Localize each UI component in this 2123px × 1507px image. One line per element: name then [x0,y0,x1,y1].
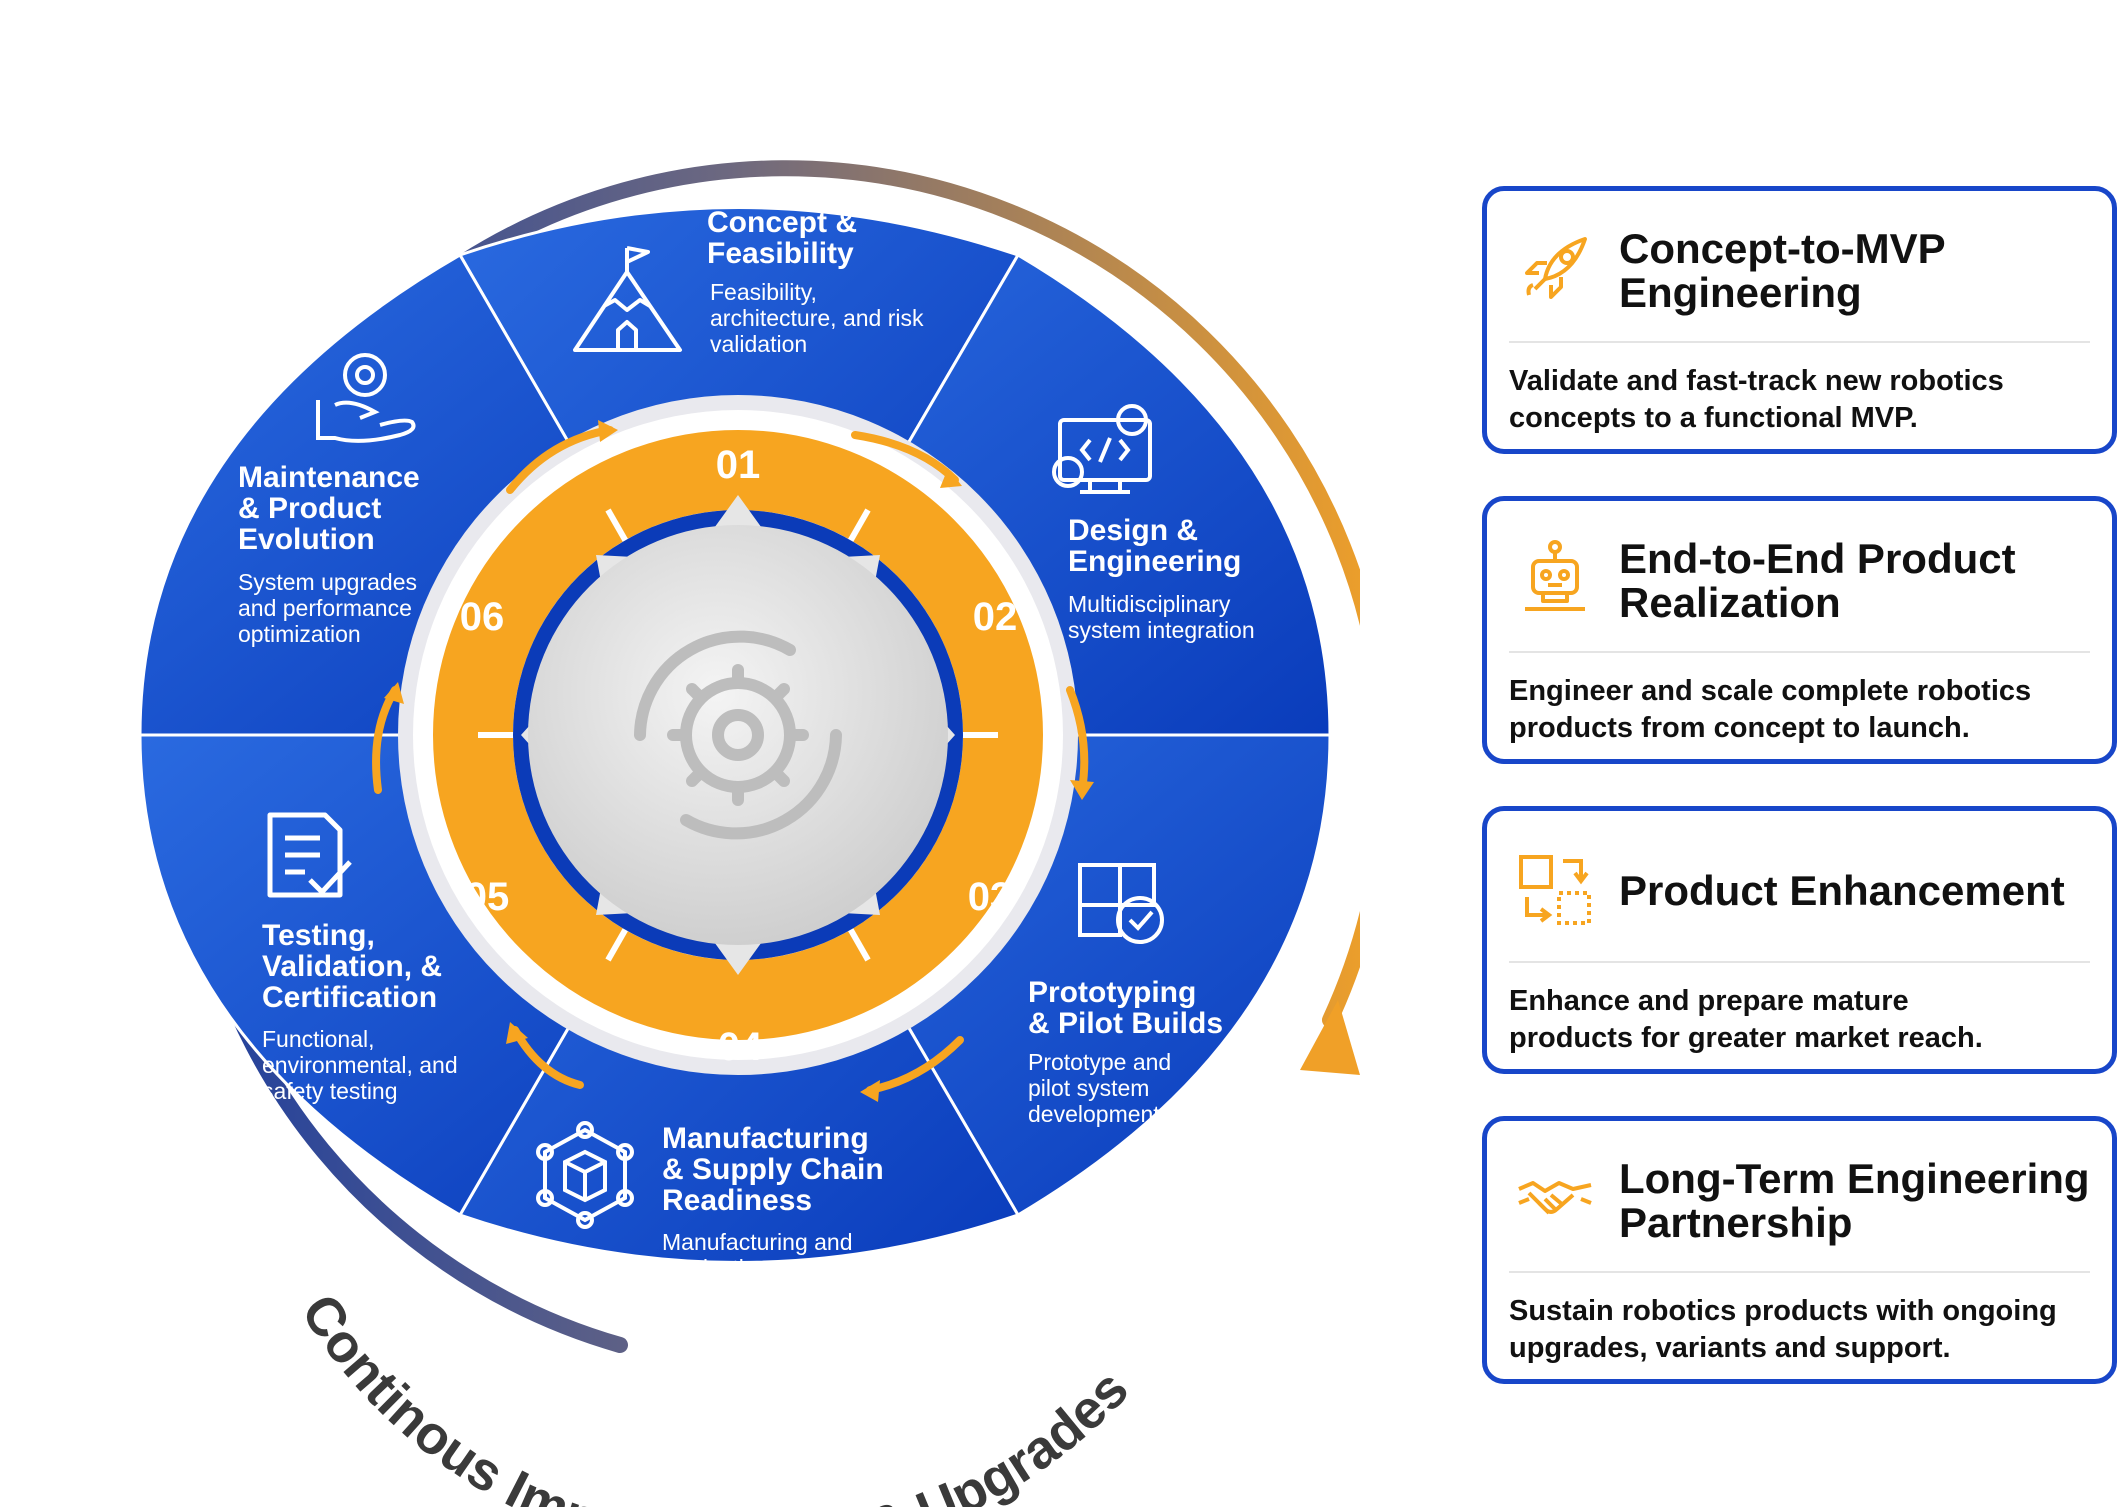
card-title: Concept-to-MVP Engineering [1619,225,1946,316]
text-line: and performance [238,595,412,621]
hub [528,525,948,945]
text-line: Design & [1068,514,1198,547]
step-number-01: 01 [716,443,761,487]
monitor-code-gear-icon [1052,404,1152,494]
text-line: Validation, & [262,950,442,983]
segment-title-02: Design &Engineering [1068,514,1241,578]
box-network-icon [536,1121,634,1229]
text-line: environmental, and [262,1052,458,1078]
card-divider [1509,341,2090,343]
card-end-to-end[interactable]: End-to-End Product Realization Engineer … [1482,496,2117,764]
card-concept-to-mvp[interactable]: Concept-to-MVP Engineering Validate and … [1482,186,2117,454]
text-line: Feasibility, [710,279,817,305]
puzzle-gear-icon [1078,863,1164,944]
handshake-icon [1518,1181,1592,1215]
text-line: Manufacturing and [662,1229,853,1255]
text-line: Maintenance [238,461,420,494]
card-title: Long-Term Engineering Partnership [1619,1155,2090,1246]
text-line: pilot system [1028,1075,1149,1101]
text-line: development [1028,1101,1160,1127]
segment-title-03: Prototyping& Pilot Builds [1028,976,1223,1040]
text-line: Testing, [262,919,375,952]
enhance-squares-icon [1519,855,1591,925]
checklist-icon [267,812,352,898]
text-line: architecture, and risk [710,305,924,331]
text-line: Certification [262,981,437,1014]
text-line: & Product [238,492,381,525]
ring-arrowhead [1300,1000,1360,1075]
step-number-04: 04 [718,1025,763,1069]
rocket-icon [1525,237,1587,299]
text-line: & Supply Chain [662,1153,884,1186]
text-line: Feasibility [707,237,854,270]
text-line: Multidisciplinary [1068,591,1231,617]
card-long-term-partnership[interactable]: Long-Term Engineering Partnership Sustai… [1482,1116,2117,1384]
mountain-flag-icon [573,246,682,352]
text-line: Manufacturing [662,1122,869,1155]
robot-icon [1525,540,1585,611]
text-line: & Pilot Builds [1028,1007,1223,1040]
card-divider [1509,651,2090,653]
card-description: Validate and fast-track new robotics con… [1509,365,2004,434]
card-description: Sustain robotics products with ongoing u… [1509,1295,2057,1364]
card-product-enhancement[interactable]: Product Enhancement Enhance and prepare … [1482,806,2117,1074]
card-description: Engineer and scale complete robotics pro… [1509,675,2032,744]
gear-cycle-icon [634,630,842,840]
text-line: Readiness [662,1184,812,1217]
text-line: validation [710,331,807,357]
text-line: System upgrades [238,569,417,595]
outer-ring [177,160,1360,1353]
card-divider [1509,1271,2090,1273]
step-number-03: 03 [968,875,1013,919]
text-line: Concept & [707,206,857,239]
card-description: Enhance and prepare mature products for … [1509,985,1983,1054]
text-line: Prototyping [1028,976,1196,1009]
segment-title-05: Testing,Validation, &Certification [262,919,442,1014]
step-number-02: 02 [973,595,1018,639]
step-number-06: 06 [460,595,505,639]
card-title: End-to-End Product Realization [1619,535,2016,626]
text-line: Engineering [1068,545,1241,578]
text-line: optimization [238,621,361,647]
text-line: system integration [1068,617,1255,643]
hand-gear-icon [316,353,416,443]
card-title: Product Enhancement [1619,867,2065,914]
text-line: Prototype and [1028,1049,1171,1075]
card-divider [1509,961,2090,963]
segment-title-01: Concept &Feasibility [707,206,857,270]
number-ring [433,430,1043,1040]
ring-label: Continous Improvements & Upgrades [290,1284,1140,1507]
lifecycle-wheel: 01 02 03 04 05 06 [138,160,1360,1507]
text-line: production enablement [662,1255,897,1281]
text-line: Evolution [238,523,375,556]
text-line: safety testing [262,1078,398,1104]
step-number-05: 05 [465,875,510,919]
text-line: Functional, [262,1026,375,1052]
